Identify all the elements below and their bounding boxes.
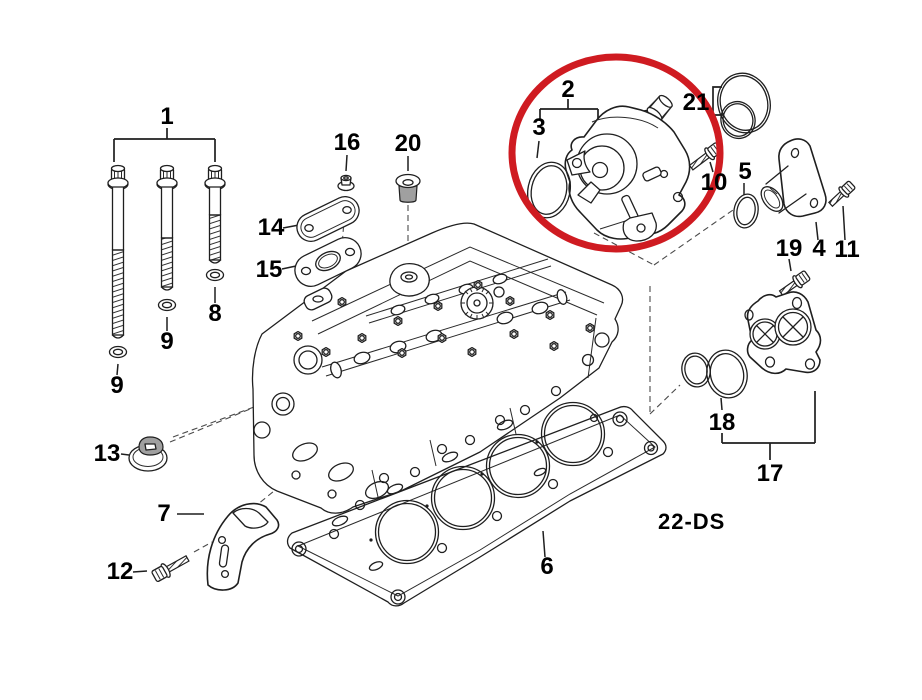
part-8-washer[interactable]	[205, 268, 225, 304]
part-20-sealing-plug[interactable]	[395, 156, 421, 203]
part-label-19[interactable]: 19	[776, 235, 803, 262]
part-label-1[interactable]: 1	[160, 103, 173, 130]
part-label-12[interactable]: 12	[107, 558, 134, 585]
part-label-16[interactable]: 16	[334, 129, 361, 156]
part-label-21[interactable]: 21	[683, 89, 710, 116]
part-4-connector-flange[interactable]	[757, 138, 827, 241]
part-12-bolt[interactable]	[132, 552, 191, 584]
part-3-o-ring[interactable]	[523, 140, 576, 222]
stud-bolt	[107, 164, 129, 339]
stud-bolt	[204, 164, 226, 264]
part-label-17[interactable]: 17	[757, 460, 784, 487]
cylinder-head-drawing	[251, 222, 624, 514]
part-label-9[interactable]: 9	[110, 372, 123, 399]
part-label-3[interactable]: 3	[532, 114, 545, 141]
part-11-bolt[interactable]	[826, 179, 856, 241]
part-label-4[interactable]: 4	[812, 235, 826, 262]
part-label-7[interactable]: 7	[157, 500, 170, 527]
part-14-cover-plate[interactable]	[282, 192, 364, 246]
diagram-code-label: 22-DS	[658, 509, 725, 534]
part-18-o-rings[interactable]	[679, 346, 752, 411]
part-label-15[interactable]: 15	[256, 256, 283, 283]
part-21-o-rings[interactable]	[711, 67, 777, 142]
part-9-washer[interactable]	[157, 298, 177, 332]
part-label-18[interactable]: 18	[709, 409, 736, 436]
part-17-outlet-flange[interactable]	[721, 291, 822, 460]
part-label-8[interactable]: 8	[208, 300, 221, 327]
part-1-head-bolts[interactable]	[107, 128, 226, 339]
part-label-14[interactable]: 14	[258, 214, 285, 241]
part-15-gasket[interactable]	[281, 232, 366, 291]
part-label-9[interactable]: 9	[160, 328, 173, 355]
part-label-2[interactable]: 2	[561, 76, 574, 103]
part-2-vacuum-pump[interactable]	[539, 91, 691, 242]
part-7-support-bracket[interactable]	[177, 502, 280, 591]
highlight-circle	[508, 53, 724, 253]
part-label-10[interactable]: 10	[701, 169, 728, 196]
part-6-head-gasket[interactable]	[286, 401, 667, 607]
part-19-bolt[interactable]	[777, 258, 811, 299]
part-16-nut[interactable]	[337, 154, 355, 192]
stud-bolt	[156, 164, 178, 291]
part-label-6[interactable]: 6	[540, 553, 553, 580]
part-9-washer[interactable]	[108, 345, 128, 376]
part-label-20[interactable]: 20	[395, 130, 422, 157]
part-label-5[interactable]: 5	[738, 158, 751, 185]
part-13-screw-plug[interactable]	[120, 408, 251, 472]
part-label-11[interactable]: 11	[834, 236, 859, 263]
part-5-o-ring[interactable]	[731, 183, 761, 230]
part-label-13[interactable]: 13	[94, 440, 121, 467]
